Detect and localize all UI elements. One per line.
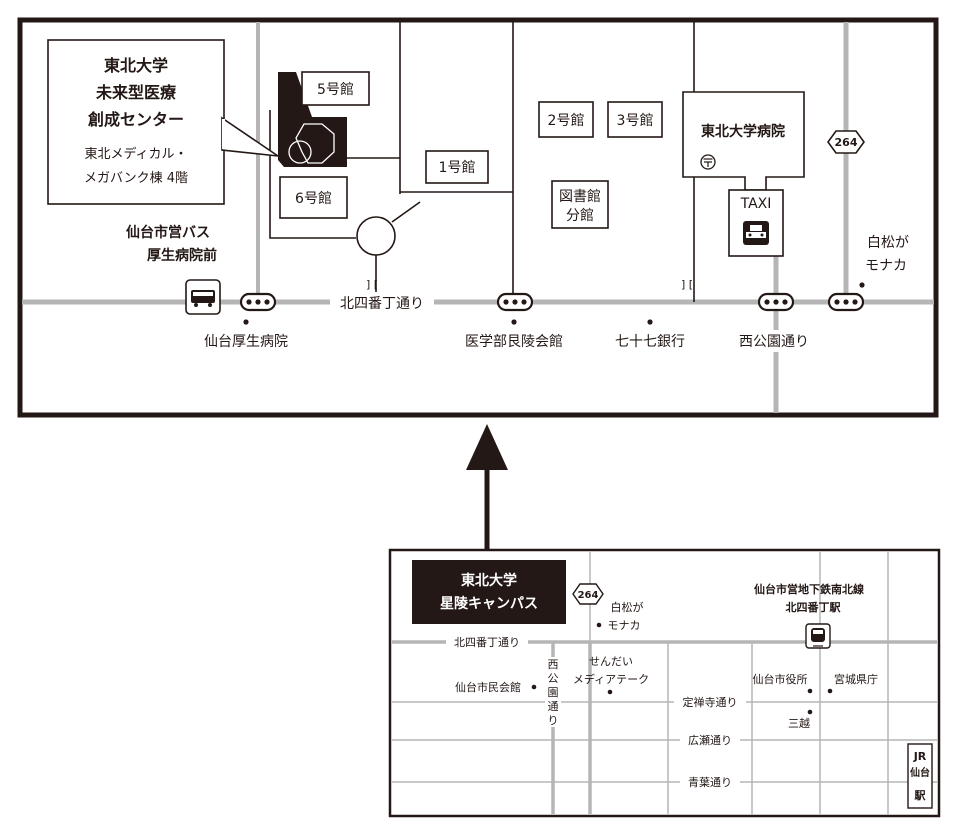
bus-stop-label-2: 厚生病院前 — [147, 247, 217, 264]
nishikoen-char: 通 — [548, 700, 559, 713]
signal-marker — [827, 292, 865, 312]
road-jozenji-label: 定禅寺通り — [683, 695, 738, 709]
zoom-arrow — [466, 424, 508, 562]
subway-icon — [805, 623, 831, 649]
route-264-marker: 264 — [827, 130, 865, 154]
medical-megabank-icon — [295, 123, 335, 164]
target-building — [278, 72, 347, 167]
taxi-stand: TAXI — [728, 189, 784, 257]
pref-office-label: 宮城県庁 — [834, 672, 878, 686]
road-break-left: ] [ — [366, 278, 378, 291]
callout-title-3: 創成センター — [87, 110, 184, 129]
nishikoen-char: り — [548, 714, 559, 727]
buildings: 5号館 6号館 1号館 2号館 3号館 図書館 分館 東北大学病院 — [279, 71, 805, 229]
campus-label-1: 東北大学 — [461, 572, 517, 589]
university-hospital — [682, 91, 805, 191]
road-aoba-label: 青葉通り — [688, 775, 732, 789]
nishikoen-char: 園 — [548, 686, 559, 699]
shiramatsu-label-2: モナカ — [865, 258, 907, 274]
inset-map: 東北大学 星陵キャンパス 264 白松が モナカ 仙台市営地下鉄南北線 北四番丁… — [388, 548, 941, 818]
civic-hall-label: 仙台市民会館 — [455, 680, 521, 694]
signal-markers — [239, 292, 865, 312]
landmark-ryoryo-kaikan: 医学部艮陵会館 — [465, 333, 563, 350]
building-1-label: 1号館 — [439, 159, 476, 176]
inset-landmark-dot — [827, 688, 833, 694]
city-hall-label: 仙台市役所 — [753, 672, 808, 686]
jr-label-3: 駅 — [914, 789, 926, 802]
route-264-label: 264 — [835, 136, 858, 149]
building-2 — [538, 101, 594, 138]
mediatheque-label-2: メディアテーク — [573, 672, 649, 686]
campus-label-2: 星陵キャンパス — [440, 595, 538, 612]
bus-stop-label-1: 仙台市営バス — [126, 224, 210, 241]
building-3-label: 3号館 — [617, 112, 654, 129]
campus-edge-4 — [391, 201, 421, 223]
inset-landmark-dot — [596, 622, 602, 628]
inset-road-nishikoen: 西 公 園 通 り — [548, 658, 559, 727]
landmark-dot — [859, 282, 865, 288]
landmark-kosei-hospital: 仙台厚生病院 — [204, 334, 288, 350]
signal-marker — [496, 292, 534, 312]
landmark-dot — [243, 319, 249, 325]
jr-label-2: 仙台 — [910, 766, 930, 779]
callout-frame — [47, 39, 225, 205]
jr-station: JR 仙台 駅 — [907, 743, 933, 809]
shiramatsu-label-1: 白松が — [867, 235, 909, 251]
taxi-icon — [743, 221, 769, 245]
mediatheque-label-1: せんだい — [589, 655, 633, 668]
landmarks: 仙台厚生病院 医学部艮陵会館 七十七銀行 西公園通り 白松が モナカ — [204, 235, 909, 352]
signal-marker — [757, 292, 795, 312]
building-6-label: 6号館 — [295, 190, 332, 207]
road-break-right: ] [ — [681, 278, 693, 291]
signal-marker — [239, 292, 277, 312]
road-nishikoen-label: 西公園通り — [739, 334, 809, 350]
road-breaks: ] [ ] [ — [366, 278, 693, 291]
inset-landmark-dot — [807, 688, 813, 694]
subway-station-label: 北四番丁駅 — [786, 600, 841, 614]
jr-label-1: JR — [913, 750, 927, 763]
callout-sub-2: メガバンク棟 4階 — [84, 171, 188, 186]
landmark-dot — [511, 319, 517, 325]
landmark-dot — [647, 319, 653, 325]
taxi-label: TAXI — [740, 196, 772, 212]
building-5 — [301, 71, 370, 106]
inset-landmark-dot — [807, 709, 813, 715]
building-6 — [279, 176, 348, 219]
building-2-label: 2号館 — [548, 112, 585, 129]
landmark-77-bank: 七十七銀行 — [615, 334, 685, 350]
building-1 — [425, 150, 489, 184]
inset-shiramatsu-2: モナカ — [608, 619, 641, 632]
library-branch — [551, 180, 609, 229]
inset-landmark-dot — [531, 684, 537, 690]
building-3 — [607, 101, 663, 138]
inset-route-264-label: 264 — [578, 590, 599, 601]
road-kitayoban-label: 北四番丁通り — [340, 296, 424, 312]
subway-line-label: 仙台市営地下鉄南北線 — [754, 582, 864, 596]
callout-title-2: 未来型医療 — [95, 83, 177, 102]
bus-stop: 仙台市営バス 厚生病院前 — [126, 224, 221, 315]
bus-icon — [185, 279, 221, 315]
callout-title-1: 東北大学 — [104, 56, 168, 75]
nishikoen-char: 公 — [548, 672, 559, 685]
inset-road-kitayoban: 北四番丁通り — [454, 636, 520, 649]
main-map: ] [ ] [ 5号館 6号館 1号館 2号館 3号館 図書館 分館 東北大学病… — [17, 17, 939, 418]
library-label-1: 図書館 — [559, 188, 601, 205]
inset-landmark-dot — [607, 689, 613, 695]
mitsukoshi-label: 三越 — [788, 716, 810, 730]
inset-shiramatsu-1: 白松が — [611, 600, 644, 614]
inset-route-264-marker: 264 — [572, 583, 604, 605]
plaza-circle — [356, 216, 396, 256]
building-5-label: 5号館 — [317, 81, 354, 98]
callout-sub-1: 東北メディカル・ — [84, 146, 187, 162]
callout-box: 東北大学 未来型医療 創成センター 東北メディカル・ メガバンク棟 4階 — [47, 39, 279, 205]
megabank-circle-icon — [288, 140, 312, 164]
road-hirose-label: 広瀬通り — [688, 733, 732, 747]
post-office-icon — [700, 154, 716, 170]
campus-label-box — [412, 560, 566, 624]
library-label-2: 分館 — [566, 207, 594, 224]
hospital-label: 東北大学病院 — [701, 123, 785, 140]
nishikoen-char: 西 — [548, 658, 559, 671]
